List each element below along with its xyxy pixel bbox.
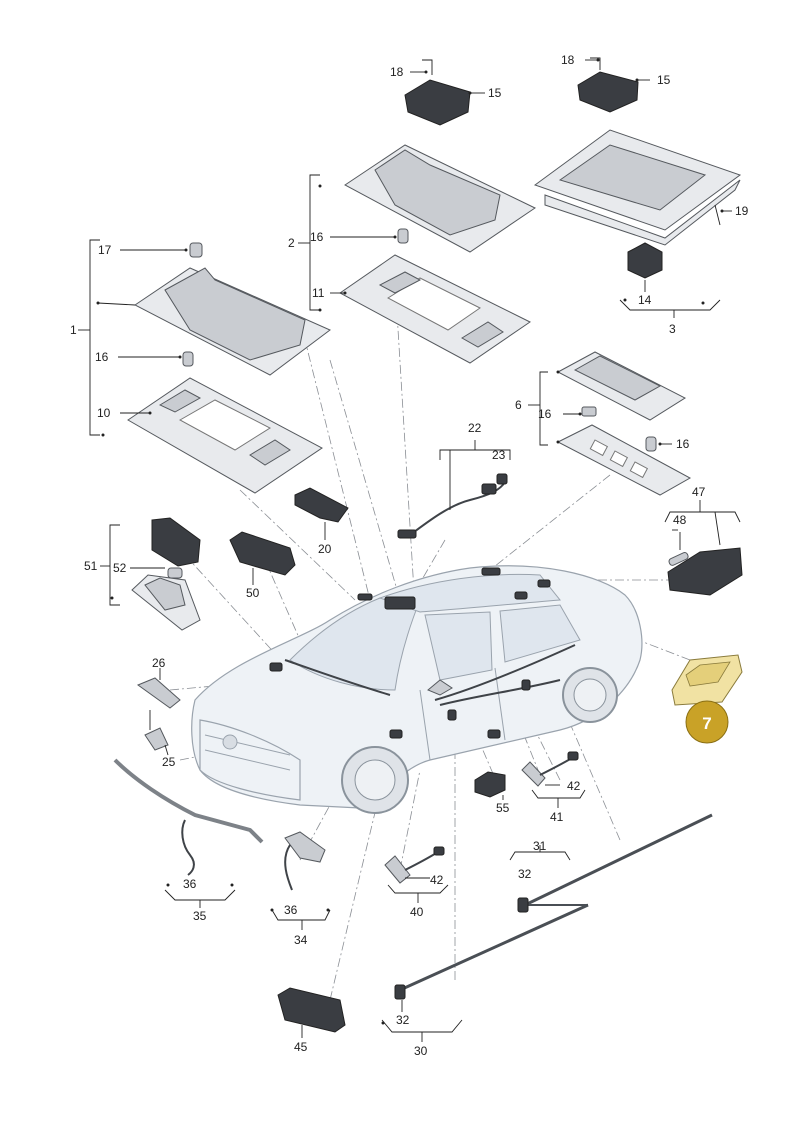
callout-31: 31 <box>533 839 547 853</box>
callout-14: 14 <box>638 293 652 307</box>
windshield <box>289 597 421 691</box>
callout-1: 1 <box>70 323 77 337</box>
callout-6: 6 <box>515 398 522 412</box>
group-51-light <box>100 517 201 631</box>
callout-11: 11 <box>312 286 325 300</box>
callout-45: 45 <box>294 1040 308 1054</box>
callout-3: 3 <box>669 322 676 336</box>
callout-47: 47 <box>692 485 706 499</box>
callout-55: 55 <box>496 801 510 815</box>
callout-25: 25 <box>162 755 176 769</box>
callout-16c: 16 <box>538 407 552 421</box>
callout-48: 48 <box>673 513 687 527</box>
callout-15b: 15 <box>657 73 671 87</box>
callout-26: 26 <box>152 656 166 670</box>
callout-41: 41 <box>550 810 564 824</box>
callout-labels: 1 2 3 6 10 11 14 15 15 16 16 16 16 17 18… <box>70 53 749 1058</box>
callout-15a: 15 <box>488 86 502 100</box>
callout-52: 52 <box>113 561 127 575</box>
part-22-cable <box>397 440 511 539</box>
roof <box>378 573 561 613</box>
callout-34: 34 <box>294 933 308 947</box>
group-31-cable <box>509 813 713 913</box>
group-3-module <box>533 57 742 318</box>
part-7-badge[interactable] <box>685 700 729 744</box>
callout-16d: 16 <box>676 437 690 451</box>
part-20-switch <box>294 487 349 523</box>
callout-32b: 32 <box>396 1013 410 1027</box>
group-41-handle <box>521 751 586 808</box>
callout-19: 19 <box>735 204 749 218</box>
callout-16b: 16 <box>95 350 109 364</box>
callout-22: 22 <box>468 421 482 435</box>
callout-17: 17 <box>98 243 112 257</box>
front-door-window <box>424 611 493 681</box>
callout-36b: 36 <box>284 903 298 917</box>
callout-30: 30 <box>414 1044 428 1058</box>
callout-40: 40 <box>410 905 424 919</box>
group-30-cable <box>381 903 589 1042</box>
callout-51: 51 <box>84 559 98 573</box>
callout-35: 35 <box>193 909 207 923</box>
car-body <box>191 565 643 814</box>
callout-2: 2 <box>288 236 295 250</box>
part-45-module <box>277 987 346 1033</box>
part-7-courtesy-light: 7 <box>671 654 743 744</box>
callout-23: 23 <box>492 448 506 462</box>
part-50-module <box>229 531 296 576</box>
callout-36a: 36 <box>183 877 197 891</box>
callout-16a: 16 <box>310 230 324 244</box>
group-40-handle <box>384 846 449 903</box>
callout-50: 50 <box>246 586 260 600</box>
group-34-wiring <box>270 831 331 930</box>
rear-door-window <box>499 604 581 663</box>
group-35-antenna <box>113 758 264 908</box>
group-1-console <box>78 239 331 494</box>
callout-42a: 42 <box>567 779 581 793</box>
part-47-lamp <box>664 500 743 596</box>
callout-20: 20 <box>318 542 332 556</box>
part-7-badge-number: 7 <box>702 714 711 733</box>
part-26-bracket <box>136 668 181 756</box>
group-6-reading-light <box>528 351 692 496</box>
callout-10: 10 <box>97 406 111 420</box>
callout-18a: 18 <box>390 65 404 79</box>
callout-18b: 18 <box>561 53 575 67</box>
part-55-lamp <box>474 771 506 798</box>
callout-42b: 42 <box>430 873 444 887</box>
callout-32a: 32 <box>518 867 532 881</box>
group-2-console <box>298 59 536 364</box>
